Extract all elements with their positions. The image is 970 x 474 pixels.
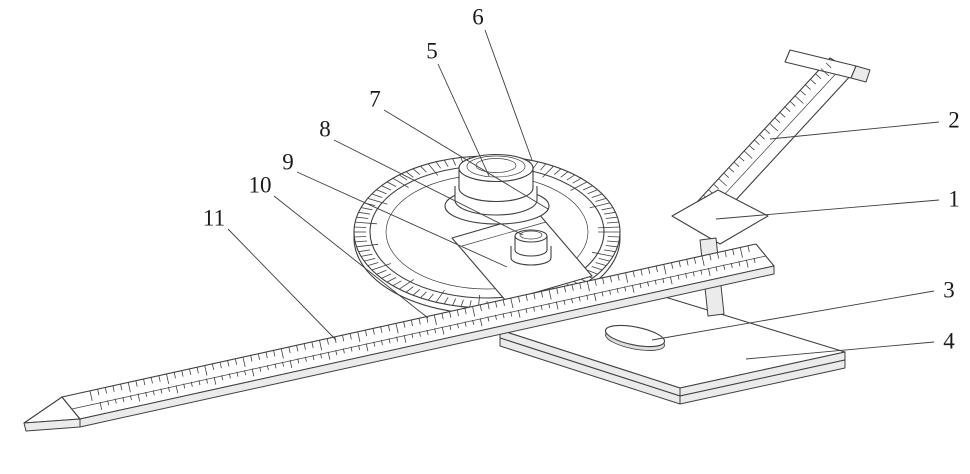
locking-knob [454,153,538,216]
part-label-10: 10 [249,173,272,198]
leader-line-4 [745,341,935,360]
part-label-8: 8 [319,117,331,142]
leader-line-1 [715,199,940,220]
main-ruler-ticks-top [89,245,750,401]
leader-line-3 [651,290,935,341]
part-label-6: 6 [472,5,484,30]
callouts: 6 5 7 89 10 11 2 1 3 4 [203,5,960,360]
leader-line-7 [383,109,549,210]
part-label-2: 2 [948,108,960,133]
part-label-9: 9 [282,150,294,175]
fine-adjust-knob [510,229,552,266]
part-label-11: 11 [203,206,225,231]
leader-line-11 [227,228,337,341]
leader-line-8 [333,139,524,236]
base-plate [499,296,846,405]
part-label-3: 3 [943,278,955,303]
leader-line-6 [484,29,533,161]
leader-line-9 [296,171,508,268]
main-ruler [23,243,775,432]
part-label-4: 4 [943,329,955,354]
base-slot [604,324,666,351]
leader-line-2 [769,121,940,140]
extension-ruler-ticks [692,62,832,214]
main-ruler-ticks-mid [99,257,756,410]
part-label-5: 5 [426,39,438,64]
extension-ruler [685,49,871,229]
leader-line-5 [437,63,490,177]
connector-block [671,189,769,245]
part-label-7: 7 [369,87,381,112]
leader-line-10 [273,195,429,319]
part-label-1: 1 [948,187,960,212]
